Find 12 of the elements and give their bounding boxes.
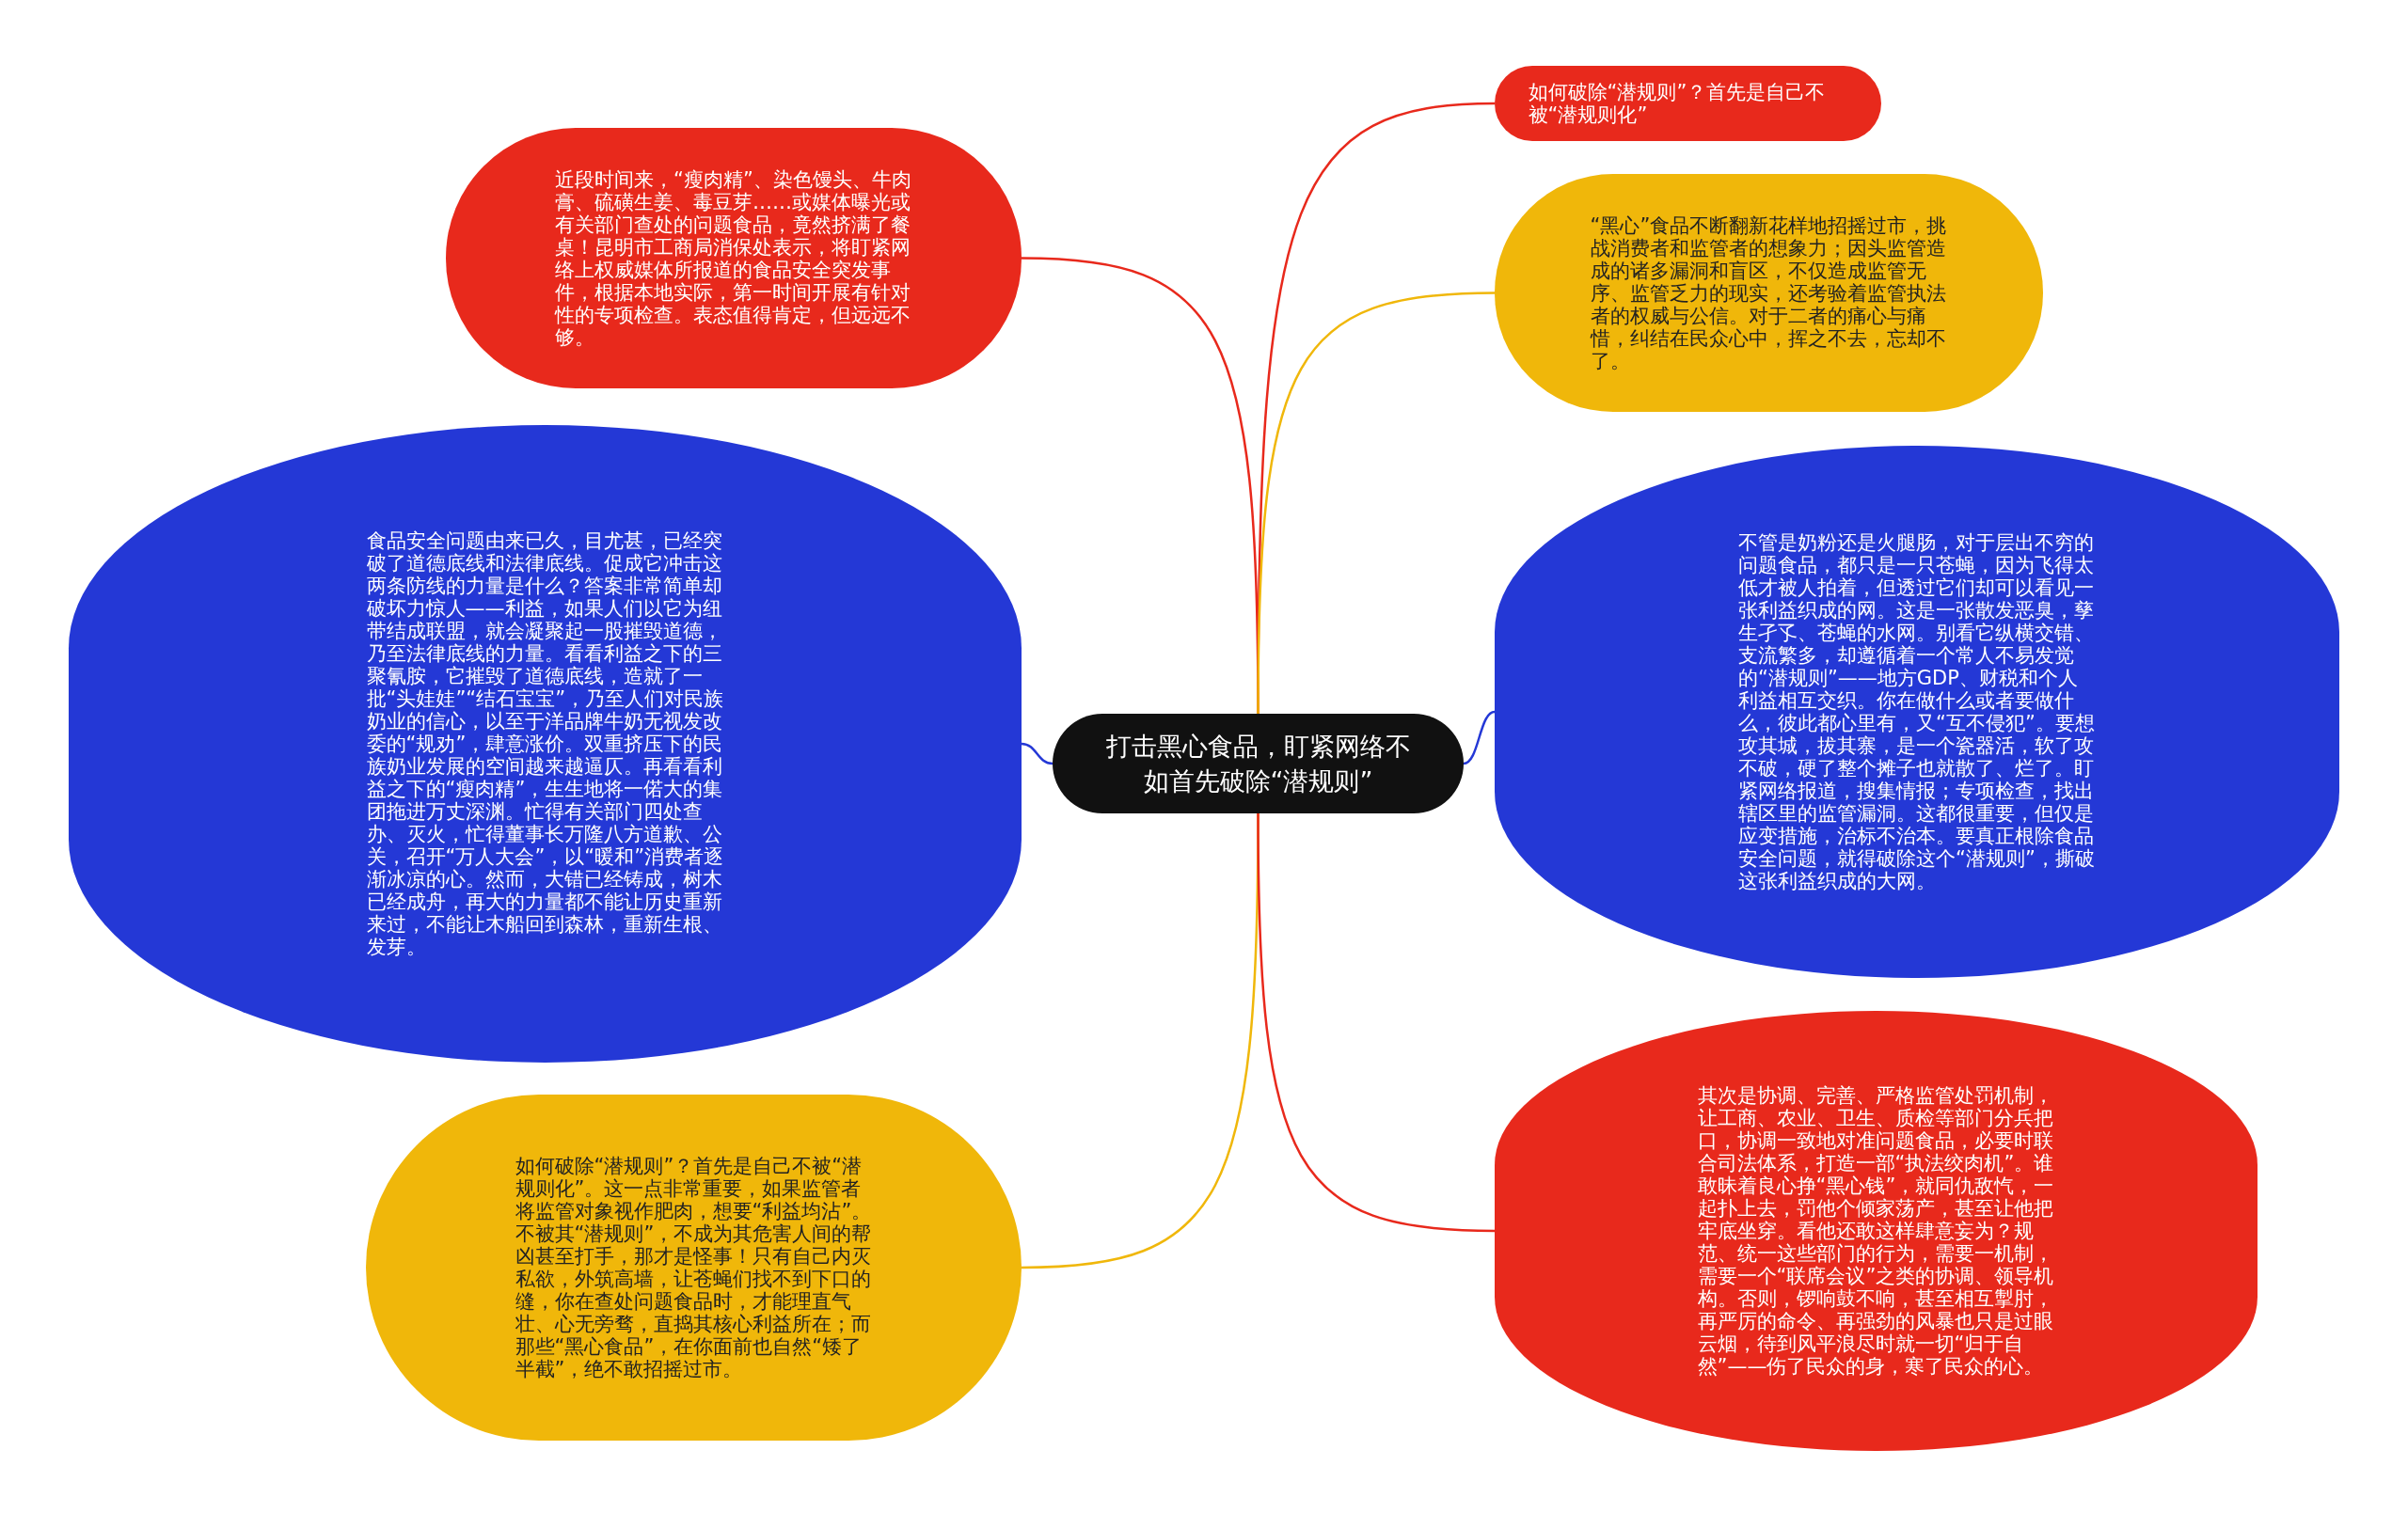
connector-line xyxy=(1257,292,1496,714)
connector-line xyxy=(1463,710,1496,765)
topic-text: 不管是奶粉还是火腿肠，对于层出不穷的问题食品，都只是一只苍蝇，因为飞得太低才被人拍着，但透过它们却可以看见一张利益织成的网。这是一张散发恶臭，孳生孑孓、苍蝇的水网。别看它纵横交错、支流繁多，却遵循着一个常人不易发觉的“潜规则”——地方GDP、财税和个人利益相互交织。你在做什么或者要做什么，彼此都心里有，又“互不侵犯”。要想攻其城，拔其寨，是一个瓷器活，软了攻不破，硬了整个摊子也就散了、烂了。盯紧网络报道，搜集情报；专项检查，找出辖区里的监管漏洞。这都很重要，但仅是应变措施，治标不治本。要真正根除食品安全问题，就得破除这个“潜规则”，撕破这张利益织成的大网。 xyxy=(1738,531,2096,892)
topic-text: 如何破除“潜规则”？首先是自己不被“潜规则化”。这一点非常重要，如果监管者将监管对象视作肥肉，想要“利益均沾”。不被其“潜规则”，不成为其危害人间的帮凶甚至打手，那才是怪事！只有自己内灭私欲，外筑高墙，让苍蝇们找不到下口的缝，你在查处问题食品时，才能理直气壮、心无旁骛，直捣其核心利益所在；而那些“黑心食品”，在你面前也自然“矮了半截”，绝不敢招摇过市。 xyxy=(515,1155,873,1380)
topic-text: “黑心”食品不断翻新花样地招摇过市，挑战消费者和监管者的想象力；因头监管造成的诸多漏洞和盲区，不仅造成监管无序、监管乏力的现实，还考验着监管执法者的权威与公信。对于二者的痛心与痛惜，纠结在民众心中，挥之不去，忘却不了。 xyxy=(1590,213,1948,372)
topic-text: 打击黑心食品，盯紧网络不如首先破除“潜规则” xyxy=(1104,731,1412,797)
topic-text: 近段时间来，“瘦肉精”、染色馒头、牛肉膏、硫磺生姜、毒豆芽……或媒体曝光或有关部门查处的问题食品，竟然挤满了餐桌！昆明市工商局消保处表示，将盯紧网络上权威媒体所报道的食品安全突发事件，根据本地实际，第一时间开展有针对性的专项检查。表态值得肯定，但远远不够。 xyxy=(555,167,912,349)
connector-line xyxy=(1021,742,1054,765)
topic-text: 如何破除“潜规则”？首先是自己不被“潜规则化” xyxy=(1528,81,1827,126)
topic-text: 食品安全问题由来已久，目尤甚，已经突破了道德底线和法律底线。促成它冲击这两条防线的力量是什么？答案非常简单却破坏力惊人——利益，如果人们以它为纽带结成联盟，就会凝聚起一股摧毁道德，乃至法律底线的力量。看看利益之下的三聚氰胺，它摧毁了道德底线，造就了一批“头娃娃”“结石宝宝”，乃至人们对民族奶业的信心，以至于洋品牌牛奶无视发改委的“规劝”，肆意涨价。双重挤压下的民族奶业发展的空间越来越逼仄。再看看利益之下的“瘦肉精”，生生地将一偌大的集团拖进万丈深渊。忙得有关部门四处查办、灭火，忙得董事长万隆八方道歉、公关，召开“万人大会”，以“暖和”消费者逐渐冰凉的心。然而，大错已经铸成，树木已经成舟，再大的力量都不能让历史重新来过，不能让木船回到森林，重新生根、发芽。 xyxy=(366,529,724,958)
connector-line xyxy=(1257,813,1496,1233)
topic-text: 其次是协调、完善、严格监管处罚机制，让工商、农业、卫生、质检等部门分兵把口，协调一致地对准问题食品，必要时联合司法体系，打造一部“执法绞肉机”。谁敢昧着良心挣“黑心钱”，就同仇敌忾，一起扑上去，罚他个倾家荡产，甚至让他把牢底坐穿。看他还敢这样肆意妄为？规范、统一这些部门的行为，需要一机制，需要一个“联席会议”之类的协调、领导机构。否则，锣响鼓不响，甚至相互掣肘，再严厉的命令、再强劲的风暴也只是过眼云烟，待到风平浪尽时就一切“归于自然”——伤了民众的身，寒了民众的心。 xyxy=(1697,1084,2055,1378)
